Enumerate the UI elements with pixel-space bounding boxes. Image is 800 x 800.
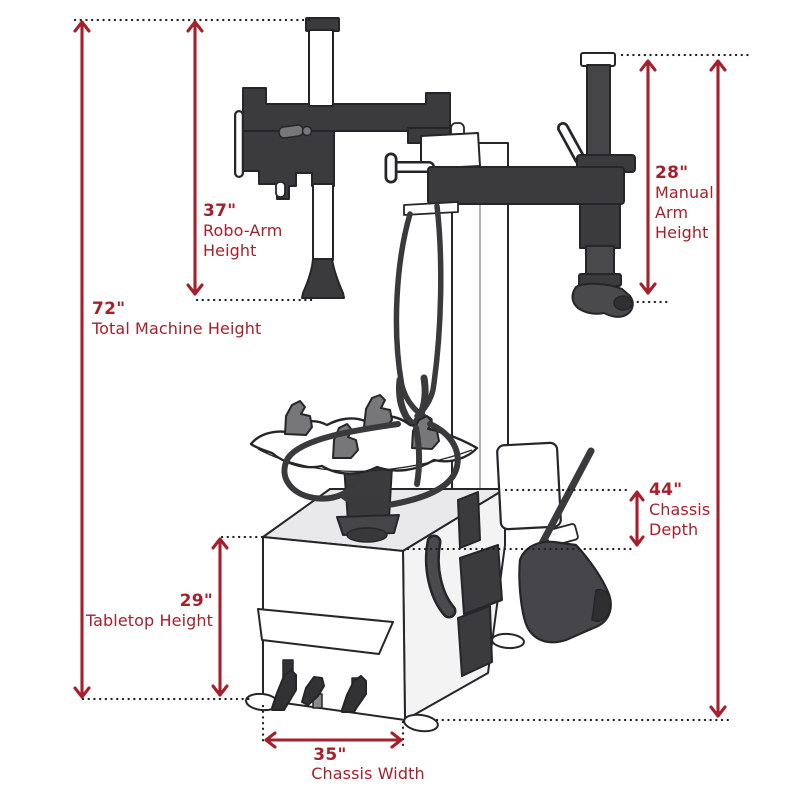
dimension-value: 35" <box>313 745 347 765</box>
arrow-total-machine-height-right <box>709 59 727 718</box>
dimension-value: 72" <box>92 299 126 319</box>
air-hoses-upper <box>393 203 444 428</box>
dimension-label-manual-arm-height: 28" Manual Arm Height <box>655 163 719 243</box>
dimension-caption: Total Machine Height <box>92 319 262 338</box>
dimension-value: 44" <box>649 480 683 500</box>
dimension-caption: Robo-Arm Height <box>203 221 283 260</box>
arrow-total-machine-height <box>73 20 91 699</box>
dimension-caption: Manual Arm Height <box>655 183 714 242</box>
dimension-label-chassis-width-caption: Chassis Width <box>268 764 468 784</box>
arrow-manual-arm-height <box>639 59 657 295</box>
dimension-label-robo-arm-height: 37" Robo-Arm Height <box>203 201 295 261</box>
arrow-robo-arm-height <box>186 20 204 296</box>
arrow-chassis-depth <box>629 490 645 547</box>
chassis <box>245 488 525 733</box>
arrow-chassis-width <box>264 731 403 749</box>
tabletop-assembly <box>249 394 479 543</box>
dimension-label-total-machine-height: 72" Total Machine Height <box>92 299 261 339</box>
dimension-value: 28" <box>655 163 689 183</box>
arrow-tabletop-height <box>211 537 229 697</box>
dimension-caption: Tabletop Height <box>85 611 213 630</box>
dimension-value: 29" <box>179 591 213 611</box>
air-hoses-lower <box>281 421 461 509</box>
dimension-caption: Chassis Depth <box>649 500 711 539</box>
tower-bracket <box>420 122 481 170</box>
manual-arm <box>384 52 636 318</box>
dimension-label-chassis-depth: 44" Chassis Depth <box>649 480 729 540</box>
bead-breaker <box>496 441 612 644</box>
dimension-value: 37" <box>203 201 237 221</box>
dimension-caption: Chassis Width <box>311 764 425 783</box>
dimension-label-tabletop-height: 29" Tabletop Height <box>86 591 213 631</box>
dimension-label-chassis-width-value: 35" <box>240 745 420 765</box>
foot-pedals <box>271 659 367 713</box>
